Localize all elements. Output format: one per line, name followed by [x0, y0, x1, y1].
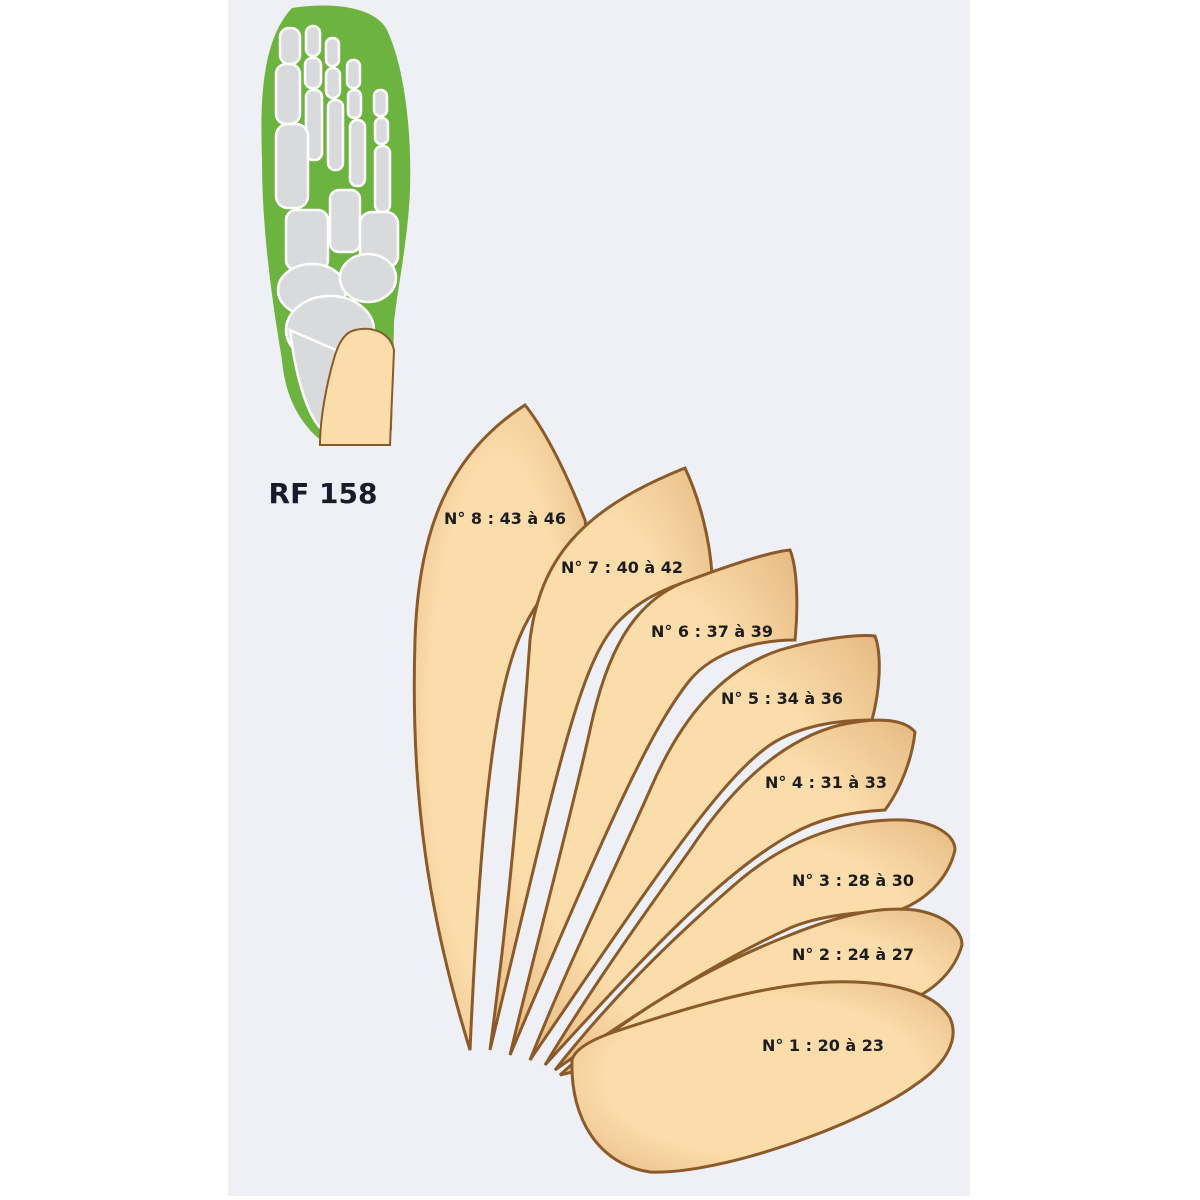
- size-label-6: N° 6 : 37 à 39: [651, 622, 773, 641]
- size-pad-6: N° 6 : 37 à 39: [508, 548, 799, 1056]
- size-pad-4: N° 4 : 31 à 33: [543, 718, 917, 1067]
- product-reference: RF 158: [269, 477, 378, 510]
- size-pad-8: N° 8 : 43 à 46: [412, 403, 587, 1051]
- size-label-7: N° 7 : 40 à 42: [561, 558, 683, 577]
- size-label-1: N° 1 : 20 à 23: [762, 1036, 884, 1055]
- foot-bones: [274, 24, 400, 438]
- size-label-3: N° 3 : 28 à 30: [792, 871, 914, 890]
- size-pad-3: N° 3 : 28 à 30: [553, 818, 957, 1072]
- size-label-5: N° 5 : 34 à 36: [721, 689, 843, 708]
- size-pads-fan: N° 8 : 43 à 46 N° 7 : 40 à 42 N° 6 : 37 …: [412, 403, 964, 1174]
- size-pad-5: N° 5 : 34 à 36: [528, 634, 881, 1061]
- foot-skeleton-illustration: [261, 5, 411, 446]
- size-pad-1: N° 1 : 20 à 23: [570, 980, 955, 1174]
- size-pad-7: N° 7 : 40 à 42: [488, 466, 714, 1051]
- size-label-2: N° 2 : 24 à 27: [792, 945, 914, 964]
- size-label-8: N° 8 : 43 à 46: [444, 509, 566, 528]
- size-label-4: N° 4 : 31 à 33: [765, 773, 887, 792]
- heel-pad: [318, 327, 396, 446]
